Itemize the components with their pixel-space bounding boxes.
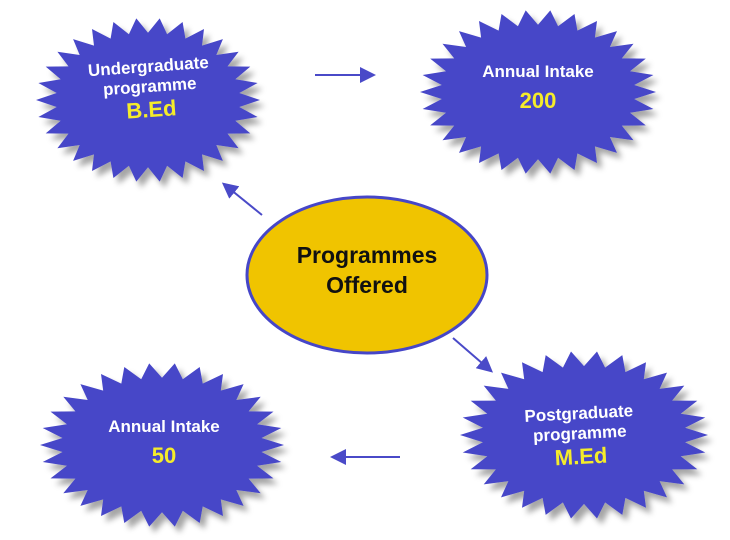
arrow-to-postgraduate xyxy=(452,337,494,373)
pg-intake-title: Annual Intake xyxy=(108,417,220,436)
postgraduate-burst xyxy=(460,351,708,519)
center-line1: Programmes xyxy=(296,242,438,268)
ug-intake-value: 200 xyxy=(519,88,557,113)
pg-intake-burst xyxy=(40,363,284,527)
ug-intake-burst xyxy=(420,10,656,174)
ug-intake-title: Annual Intake xyxy=(482,62,594,81)
postgraduate-label: Postgraduate programme M.Ed xyxy=(524,401,636,473)
center-ellipse xyxy=(245,195,489,355)
undergraduate-burst xyxy=(36,18,260,182)
center-line2: Offered xyxy=(326,272,408,298)
undergraduate-label: Undergraduate programme B.Ed xyxy=(87,53,212,127)
pg-intake-label: Annual Intake 50 xyxy=(108,417,219,469)
arrow-to-undergraduate xyxy=(221,182,263,216)
ug-intake-label: Annual Intake 200 xyxy=(482,62,593,114)
center-label: Programmes Offered xyxy=(297,240,438,300)
pg-intake-value: 50 xyxy=(151,443,177,468)
